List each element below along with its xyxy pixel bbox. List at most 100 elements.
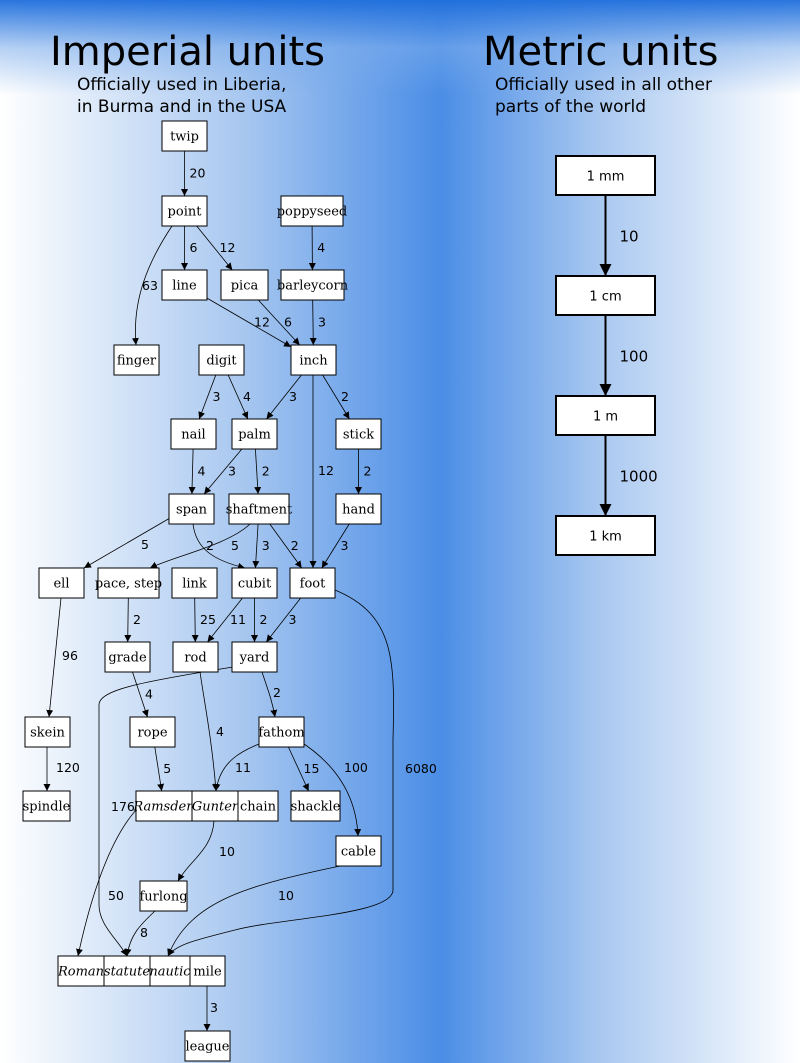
- edge-label: 2: [206, 538, 214, 553]
- node-box: [149, 955, 191, 987]
- node-link: link: [171, 567, 218, 599]
- node-point: point: [161, 195, 208, 227]
- node-label: line: [172, 279, 197, 294]
- edge-line: [196, 225, 233, 271]
- node-digit: digit: [198, 344, 245, 376]
- edge-label: 10: [620, 228, 639, 246]
- node-label: palm: [238, 428, 271, 443]
- edge-inch-palm: 3: [266, 374, 302, 420]
- node-grade: grade: [104, 641, 151, 673]
- edge-yard-fathom: 2: [261, 671, 281, 718]
- edge-label: 11: [235, 760, 251, 775]
- edge-pica-inch: 6: [258, 299, 300, 346]
- node-mile: mile: [189, 955, 226, 987]
- edge-line: [207, 597, 243, 643]
- edge-gunter-furlong: 10: [177, 820, 235, 882]
- edge-mile-league: 3: [203, 986, 218, 1031]
- node-shackle: shackle: [290, 790, 341, 822]
- node-box: [172, 641, 219, 673]
- node-label: 1 cm: [589, 290, 621, 305]
- edge-ramsden-roman: 50: [76, 805, 141, 957]
- node-roman: Roman: [57, 955, 105, 987]
- edge-label: 15: [304, 761, 320, 776]
- node-box: [189, 955, 226, 987]
- node-km: 1 km: [555, 515, 656, 556]
- node-box: [280, 195, 344, 227]
- node-label: nail: [181, 428, 205, 443]
- edge-line: [203, 448, 243, 495]
- node-box: [104, 641, 151, 673]
- edge-line: [254, 448, 262, 495]
- node-label: cable: [341, 845, 377, 860]
- edge-line: [252, 523, 260, 569]
- edge-mm-cm: 10: [599, 195, 639, 276]
- edge-line: [177, 820, 215, 882]
- edge-line: [76, 805, 141, 957]
- edge-line: [199, 671, 219, 792]
- node-box: [139, 880, 188, 912]
- node-label: link: [182, 577, 207, 592]
- edge-line: [167, 865, 341, 957]
- edge-label: 10: [278, 888, 294, 903]
- node-statute: statute: [103, 955, 151, 987]
- edge-poppyseed-barleycorn: 4: [308, 225, 325, 271]
- node-shaftment: shaftment: [226, 493, 293, 525]
- node-label: Roman: [57, 965, 104, 980]
- node-stick: stick: [335, 418, 382, 450]
- node-label: statute: [104, 965, 150, 980]
- edge-cubit-rod: 11: [207, 597, 246, 643]
- edge-label: 3: [341, 538, 349, 553]
- node-spindle: spindle: [22, 790, 71, 822]
- node-ramsden: Ramsden: [132, 790, 195, 822]
- edge-line: [321, 523, 350, 569]
- node-label: span: [176, 503, 208, 518]
- edge-label: 100: [344, 760, 368, 775]
- edge-line: [198, 374, 217, 420]
- node-label: point: [168, 205, 203, 220]
- node-twip: twip: [161, 120, 208, 152]
- node-box: [198, 344, 245, 376]
- node-pace: pace, step: [95, 567, 162, 599]
- edge-twip-point: 20: [181, 151, 205, 196]
- node-cm: 1 cm: [555, 275, 656, 316]
- node-label: skein: [30, 726, 65, 741]
- node-box: [335, 835, 382, 867]
- node-label: nautic: [149, 965, 191, 980]
- edge-line: [261, 671, 278, 718]
- edge-label: 2: [133, 612, 141, 627]
- node-label: cubit: [238, 577, 272, 592]
- edge-label: 5: [141, 537, 149, 552]
- edge-point-finger: 63: [131, 225, 173, 346]
- edge-line: [206, 297, 292, 348]
- node-label: poppyseed: [277, 205, 348, 220]
- edge-inch-stick: 2: [322, 374, 350, 420]
- edge-nail-span: 4: [188, 448, 206, 495]
- edge-line: [266, 374, 302, 420]
- node-nail: nail: [170, 418, 217, 450]
- edge-digit-palm: 4: [227, 374, 251, 420]
- node-box: [258, 716, 305, 748]
- edge-label: 96: [62, 648, 78, 663]
- node-box: [228, 493, 290, 525]
- edge-rod-gunter: 4: [199, 671, 224, 792]
- node-chain: chain: [237, 790, 279, 822]
- edge-line: [154, 746, 165, 792]
- node-box: [220, 269, 269, 301]
- edge-line: [297, 739, 362, 837]
- metric-subtitle: Officially used in all other parts of th…: [495, 75, 712, 117]
- edge-label: 4: [198, 464, 206, 479]
- edge-line: [188, 448, 196, 495]
- node-box: [113, 344, 160, 376]
- edge-line: [83, 517, 171, 569]
- edge-barleycorn-inch: 3: [309, 299, 326, 346]
- node-cubit: cubit: [231, 567, 278, 599]
- edge-shaftment-foot: 2: [269, 523, 303, 569]
- edge-label: 100: [620, 348, 649, 366]
- node-box: [237, 790, 279, 822]
- edge-palm-span: 3: [203, 448, 243, 495]
- edge-line: [309, 299, 317, 346]
- node-box: [161, 269, 208, 301]
- node-box: [161, 120, 208, 152]
- node-rod: rod: [172, 641, 219, 673]
